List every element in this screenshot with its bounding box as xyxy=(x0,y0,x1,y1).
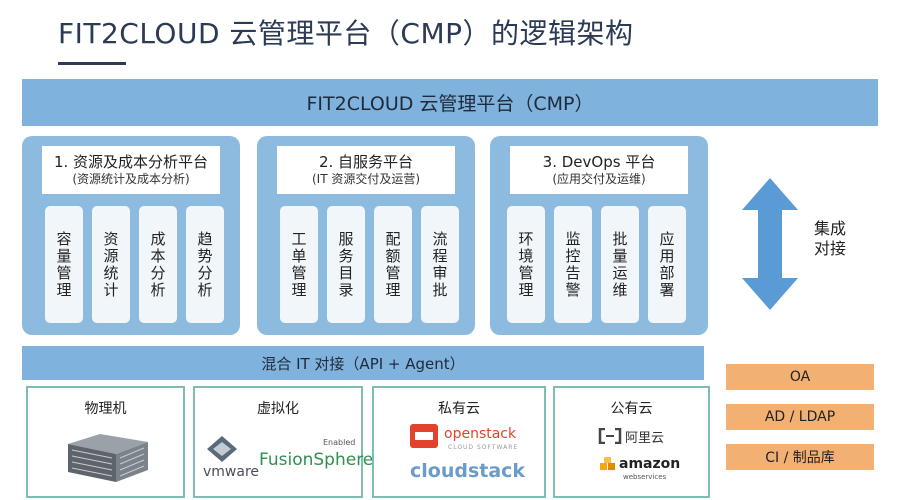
module-tile: 配额管理 xyxy=(374,206,412,323)
module-label: 资源统计 xyxy=(101,230,120,299)
openstack-mark-icon xyxy=(410,424,438,448)
panel-title: 2. 自服务平台 xyxy=(318,153,414,171)
module-label: 工单管理 xyxy=(289,230,308,299)
vmware-mark-icon xyxy=(207,436,237,462)
module-label: 流程审批 xyxy=(430,230,449,299)
module-tile: 趋势分析 xyxy=(186,206,224,323)
module-tile: 监控告警 xyxy=(554,206,592,323)
amazon-webservices-text: webservices xyxy=(623,473,667,481)
module-tile: 流程审批 xyxy=(421,206,459,323)
module-label: 成本分析 xyxy=(148,230,167,299)
module-tile: 批量运维 xyxy=(601,206,639,323)
resource-box-virtualization: 虚拟化 vmware FusionSphere Enabled xyxy=(193,386,373,498)
double-arrow-icon xyxy=(742,178,798,310)
module-tile: 环境管理 xyxy=(507,206,545,323)
page-title: FIT2CLOUD 云管理平台（CMP）的逻辑架构 xyxy=(58,17,634,50)
integration-label-line1: 集成 xyxy=(813,219,846,238)
resource-box-public-cloud: 公有云 阿里云 amazon webservices xyxy=(553,386,710,498)
panel-subtitle: (应用交付及运维) xyxy=(552,172,646,186)
integration-label: 集成 对接 xyxy=(805,219,855,259)
panel-subtitle: (IT 资源交付及运营) xyxy=(311,172,421,186)
vmware-logo-text: vmware xyxy=(203,464,260,480)
panel-header: 1. 资源及成本分析平台 (资源统计及成本分析) xyxy=(42,146,220,194)
panel-title: 1. 资源及成本分析平台 xyxy=(53,153,209,171)
aliyun-mark-icon xyxy=(598,428,622,444)
module-tile: 应用部署 xyxy=(648,206,686,323)
panel-subtitle: (资源统计及成本分析) xyxy=(72,172,190,186)
platform-band: FIT2CLOUD 云管理平台（CMP） xyxy=(22,79,878,126)
side-item-ci: CI / 制品库 xyxy=(726,444,874,470)
aliyun-logo-text: 阿里云 xyxy=(625,431,665,446)
resource-title: 虚拟化 xyxy=(257,401,299,417)
panel-self-service: 2. 自服务平台 (IT 资源交付及运营) 工单管理 服务目录 配额管理 流程审… xyxy=(257,136,475,335)
module-tile: 资源统计 xyxy=(92,206,130,323)
server-rack-icon xyxy=(68,434,148,482)
amazon-logo-text: amazon xyxy=(619,456,681,472)
module-tile: 工单管理 xyxy=(280,206,318,323)
side-item-oa: OA xyxy=(726,364,874,390)
panel-header: 3. DevOps 平台 (应用交付及运维) xyxy=(510,146,688,194)
resource-box-private-cloud: 私有云 openstack CLOUD SOFTWARE cloudstack xyxy=(372,386,546,498)
openstack-tagline-text: CLOUD SOFTWARE xyxy=(448,444,519,451)
module-tile: 成本分析 xyxy=(139,206,177,323)
fusionsphere-logo-text: FusionSphere xyxy=(259,450,374,470)
module-label: 服务目录 xyxy=(336,230,355,299)
panel-cost-analysis: 1. 资源及成本分析平台 (资源统计及成本分析) 容量管理 资源统计 成本分析 … xyxy=(22,136,240,335)
module-label: 监控告警 xyxy=(563,230,582,299)
openstack-logo-text: openstack xyxy=(444,426,517,442)
aws-cubes-icon xyxy=(600,457,615,470)
module-label: 容量管理 xyxy=(54,230,73,299)
resource-title: 私有云 xyxy=(438,401,480,417)
module-label: 应用部署 xyxy=(657,230,676,299)
fusionsphere-enabled-text: Enabled xyxy=(323,438,356,447)
module-label: 趋势分析 xyxy=(195,230,214,299)
module-tile: 服务目录 xyxy=(327,206,365,323)
side-item-ad-ldap: AD / LDAP xyxy=(726,404,874,430)
module-tile: 容量管理 xyxy=(45,206,83,323)
resource-title: 公有云 xyxy=(610,401,653,417)
title-underline xyxy=(58,62,126,65)
hybrid-it-band: 混合 IT 对接（API + Agent） xyxy=(22,346,704,380)
panel-title: 3. DevOps 平台 xyxy=(542,153,656,171)
panel-devops: 3. DevOps 平台 (应用交付及运维) 环境管理 监控告警 批量运维 应用… xyxy=(490,136,708,335)
resource-title: 物理机 xyxy=(84,401,127,417)
integration-label-line2: 对接 xyxy=(813,239,846,258)
module-label: 环境管理 xyxy=(516,230,535,299)
resource-box-physical: 物理机 xyxy=(26,386,185,498)
panel-header: 2. 自服务平台 (IT 资源交付及运营) xyxy=(277,146,455,194)
cloudstack-logo-text: cloudstack xyxy=(410,460,526,482)
module-label: 配额管理 xyxy=(383,230,402,299)
module-label: 批量运维 xyxy=(610,230,629,299)
